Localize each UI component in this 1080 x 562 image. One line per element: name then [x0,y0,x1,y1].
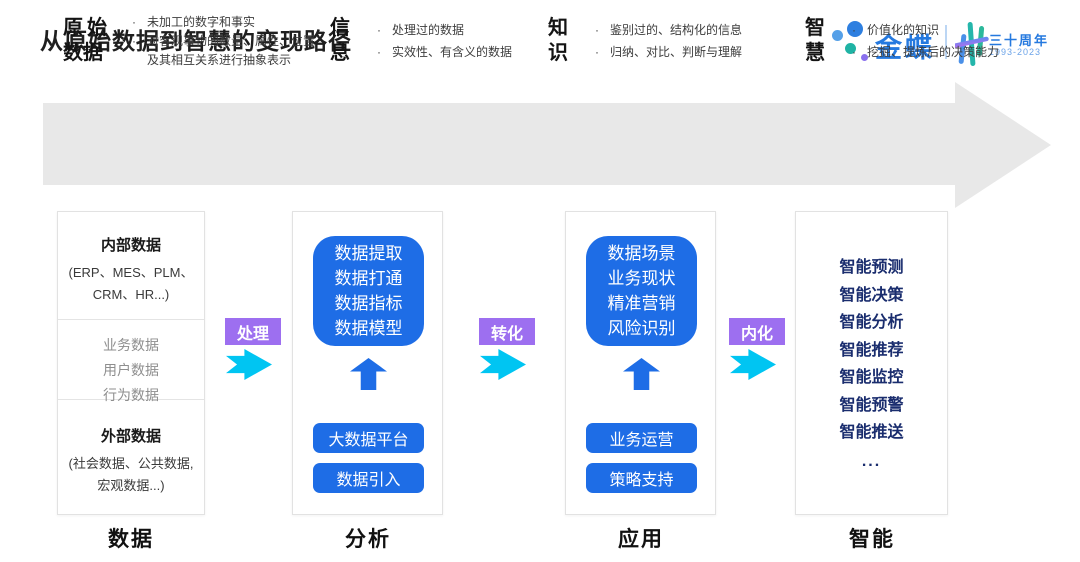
stage-label-intelligence: 智能 [849,528,895,551]
bullet-icon: · [852,23,856,37]
connector-internalize: 内化 [729,318,785,380]
stage-title: 智慧 [805,17,825,64]
bullet-icon: · [132,14,136,29]
stage-point: · 归纳、对比、判断与理解 [584,41,742,63]
section-title: 外部数据 [100,428,161,445]
data-import-node: 数据引入 [313,463,424,493]
kingdee-logo: 金蝶 三十周年 1993-2023 [827,16,1052,71]
application-main-box: 数据场景 业务现状 精准营销 风险识别 [586,236,697,346]
right-arrow-icon [730,349,776,380]
external-data-section: 外部数据 (社会数据、公共数据, 宏观数据...) [58,400,204,497]
middle-data-section: 业务数据 用户数据 行为数据 [58,320,204,403]
logo-dot-icon [847,21,863,37]
banner-arrowhead-icon [955,82,1051,208]
stage-title: 知识 [548,17,568,64]
banner-stage-information: 信息 · 处理过的数据 · 实效性、有含义的数据 [330,0,512,82]
stage-point: · 挖掘、提炼后的决策能力 [841,41,999,63]
banner-stage-knowledge: 知识 · 鉴别过的、结构化的信息 · 归纳、对比、判断与理解 [548,0,742,82]
banner-stage-wisdom: 智慧 · 价值化的知识 · 挖掘、提炼后的决策能力 [805,0,999,82]
stage-point: · 价值化的知识 [841,19,999,41]
logo-divider [945,25,947,59]
list-item: 智能预测 [839,259,904,276]
logo-dot-icon [832,30,843,41]
right-arrow-icon [480,349,526,380]
connector-transform: 转化 [479,318,535,380]
column-analysis: 数据提取 数据打通 数据指标 数据模型 大数据平台 数据引入 [292,211,443,515]
stage-point: · 实效性、有含义的数据 [366,41,512,63]
anniversary-label: 三十周年 [989,33,1050,48]
connector-process: 处理 [225,318,281,380]
ellipsis-label: ... [861,452,882,470]
stage-label-data: 数据 [108,528,154,551]
stage-point: · 对客观事物的数量、属性、位置及其相互关系进行抽象表示 [121,32,325,70]
page-title: 从原始数据到智慧的变现路径 [40,28,352,54]
thirty-anniversary-icon [955,22,989,66]
up-arrow-icon [350,358,387,390]
stages-banner [43,103,955,185]
bullet-icon: · [377,23,381,37]
right-arrow-icon [226,349,272,380]
logo-dot-icon [861,54,868,61]
stage-point: · 处理过的数据 [366,19,512,41]
stage-title: 原始数据 [63,17,107,64]
bullet-icon: · [377,45,381,59]
strategy-support-node: 策略支持 [586,463,697,493]
section-items: 业务数据 用户数据 行为数据 [103,337,159,403]
logo-dot-icon [845,43,856,54]
connector-label: 转化 [479,318,535,345]
stage-title: 信息 [330,17,350,64]
list-item: 智能分析 [839,314,904,331]
bullet-icon: · [595,45,599,59]
bullet-icon: · [132,33,136,48]
section-detail: (ERP、MES、PLM、 CRM、HR...) [68,265,194,302]
internal-data-section: 内部数据 (ERP、MES、PLM、 CRM、HR...) [58,212,204,320]
list-item: 智能推荐 [839,341,904,359]
brand-name: 金蝶 [875,33,935,63]
intelligence-list: 智能预测 智能决策 智能分析 智能推荐 智能监控 智能预警 智能推送 ... [796,212,947,477]
list-item: 智能预警 [839,396,904,414]
anniversary-years: 1993-2023 [989,47,1042,57]
connector-label: 内化 [729,318,785,345]
big-data-platform-node: 大数据平台 [313,423,424,453]
list-item: 智能监控 [839,369,904,386]
column-intelligence: 智能预测 智能决策 智能分析 智能推荐 智能监控 智能预警 智能推送 ... [795,211,948,515]
stage-point: · 未加工的数字和事实 [121,13,325,32]
stage-label-application: 应用 [618,528,664,551]
connector-label: 处理 [225,318,281,345]
bullet-icon: · [852,45,856,59]
stage-point: · 鉴别过的、结构化的信息 [584,19,742,41]
list-item: 智能推送 [839,424,904,441]
stage-label-analysis: 分析 [345,528,391,551]
up-arrow-icon [623,358,660,390]
business-operation-node: 业务运营 [586,423,697,453]
analysis-main-box: 数据提取 数据打通 数据指标 数据模型 [313,236,424,346]
column-application: 数据场景 业务现状 精准营销 风险识别 业务运营 策略支持 [565,211,716,515]
column-data: 内部数据 (ERP、MES、PLM、 CRM、HR...) 业务数据 用户数据 … [57,211,205,515]
banner-stage-raw-data: 原始数据 · 未加工的数字和事实 · 对客观事物的数量、属性、位置及其相互关系进… [63,0,325,82]
bullet-icon: · [595,23,599,37]
section-detail: (社会数据、公共数据, 宏观数据...) [68,456,194,493]
list-item: 智能决策 [839,286,904,304]
section-title: 内部数据 [100,237,161,254]
